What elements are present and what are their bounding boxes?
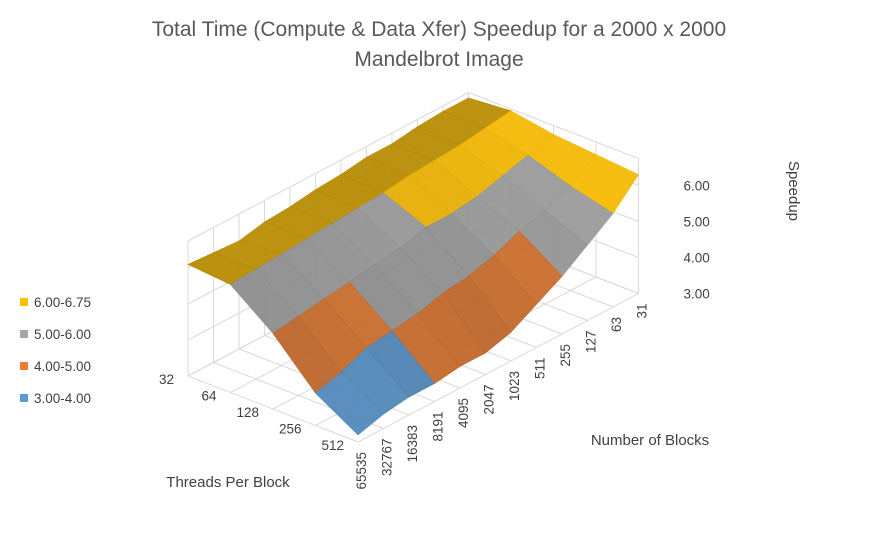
legend-label: 4.00-5.00 — [34, 359, 91, 374]
legend-swatch — [20, 298, 28, 306]
surface-plot — [187, 97, 639, 436]
chart-title-line-1: Total Time (Compute & Data Xfer) Speedup… — [152, 18, 726, 41]
legend-label: 5.00-6.00 — [34, 327, 91, 342]
blocks-tick-label: 8191 — [431, 412, 446, 442]
blocks-tick-label: 511 — [533, 358, 548, 380]
axis-ticks: 32 64 128 256 512 65535 32767 16383 8191 4095 2047… — [159, 179, 710, 490]
blocks-tick-label: 127 — [584, 331, 599, 354]
threads-tick-label: 32 — [159, 372, 174, 387]
floor-gridline — [187, 375, 359, 443]
floor-gridline — [357, 293, 639, 443]
threads-tick-label: 512 — [321, 438, 344, 453]
chart-title-line-2: Mandelbrot Image — [354, 48, 523, 71]
blocks-tick-label: 1023 — [507, 371, 522, 401]
legend-label: 3.00-4.00 — [34, 391, 91, 406]
blocks-tick-label: 65535 — [354, 452, 369, 490]
blocks-tick-label: 2047 — [482, 385, 497, 415]
threads-tick-label: 128 — [236, 405, 259, 420]
speedup-tick-label: 6.00 — [684, 179, 710, 194]
threads-tick-label: 256 — [279, 422, 302, 437]
speedup-tick-label: 4.00 — [684, 251, 710, 266]
legend-label: 6.00-6.75 — [34, 295, 91, 310]
blocks-tick-label: 16383 — [405, 425, 420, 463]
blocks-tick-label: 4095 — [456, 398, 471, 428]
speedup-tick-label: 3.00 — [684, 287, 710, 302]
x-axis-title: Threads Per Block — [166, 474, 290, 491]
blocks-tick-label: 63 — [609, 317, 624, 332]
blocks-tick-label: 255 — [558, 344, 573, 367]
legend-swatch — [20, 362, 28, 370]
blocks-tick-label: 32767 — [380, 439, 395, 477]
threads-tick-label: 64 — [201, 389, 217, 404]
y-axis-title: Number of Blocks — [591, 432, 709, 449]
blocks-tick-label: 31 — [635, 304, 650, 319]
speedup-tick-label: 5.00 — [684, 215, 710, 230]
surface-cell — [315, 371, 384, 436]
z-axis-title: Speedup — [785, 161, 802, 221]
legend-swatch — [20, 330, 28, 338]
legend: 6.00-6.75 5.00-6.00 4.00-5.00 3.00-4.00 — [20, 295, 91, 406]
legend-swatch — [20, 394, 28, 402]
